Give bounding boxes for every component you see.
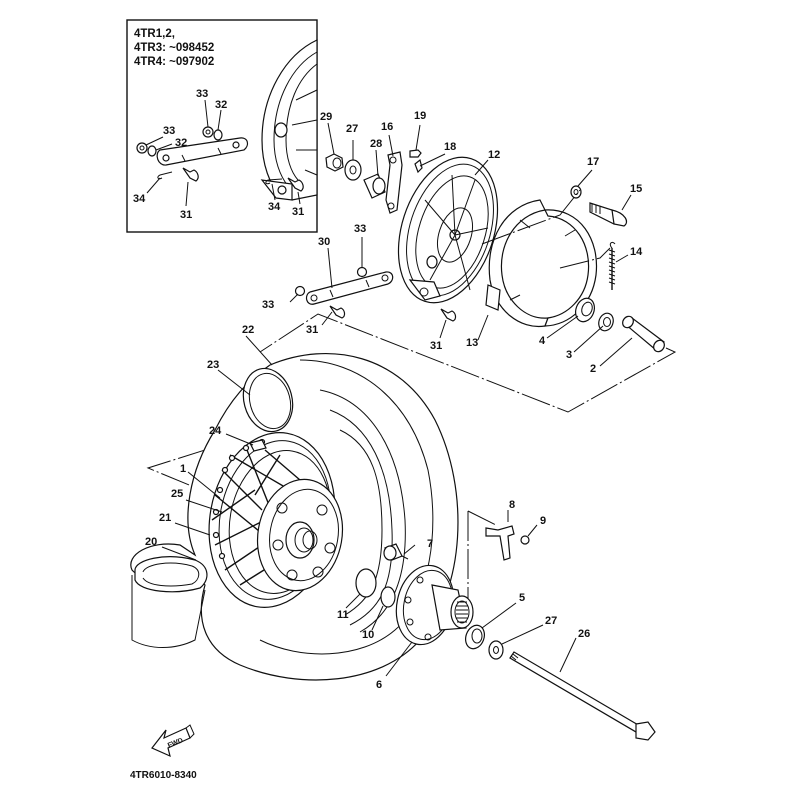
part-10-o-ring [380,586,396,608]
part-13-brake-shoes [485,199,598,328]
callout-5: 5 [519,592,525,604]
callout-11: 11 [337,609,349,621]
fwd-arrow-icon: FWD [151,724,195,758]
callout-10: 10 [362,629,374,641]
callout-29: 29 [320,111,332,123]
part-7-damper [383,543,409,561]
part-8-lock-plate [485,525,515,561]
part-29-nut [325,153,344,172]
callout-34: 34 [268,201,281,213]
callout-9: 9 [540,515,546,527]
callout-18: 18 [444,141,456,153]
part-27-washer [344,159,362,181]
callout-31: 31 [292,206,304,218]
part-18-plate [414,158,423,174]
part-33-nut [294,285,306,297]
callout-31: 31 [306,324,318,336]
inset-line-1: 4TR1,2, [134,28,175,40]
part-17-washer [570,185,582,199]
callout-12: 12 [488,149,500,161]
inset-brake-plate [260,39,318,201]
callout-27: 27 [346,123,358,135]
part-15-camshaft [589,202,628,227]
part-23-band [242,367,294,433]
callout-4: 4 [539,335,546,347]
part-33-nut [356,266,368,278]
callout-26: 26 [578,628,590,640]
part-4-bearing [574,297,596,323]
part-28-collar [363,173,386,199]
inset-lever-plate [156,137,249,166]
callout-33: 33 [163,125,175,137]
callout-2: 2 [590,363,596,375]
callout-30: 30 [318,236,330,248]
inset-line-3: 4TR4: ~097902 [134,56,214,68]
part-16-link [385,151,403,214]
diagram-code: 4TR6010-8340 [130,770,197,781]
part-31-bolt [440,308,457,322]
inset-box: 4TR1,2, 4TR3: ~098452 4TR4: ~097902 [126,19,318,233]
part-27-washer [488,640,504,660]
callout-13: 13 [466,337,478,349]
part-9-nut [520,535,530,545]
part-5-bearing [464,624,486,650]
callout-24: 24 [209,425,222,437]
part-24-rim-lock [249,439,267,452]
part-30-lever-plate [305,271,394,305]
part-2-collar [622,315,665,353]
callout-1: 1 [180,463,186,475]
callout-28: 28 [370,138,382,150]
callout-32: 32 [175,137,187,149]
callout-6: 6 [376,679,382,691]
callout-19: 19 [414,110,426,122]
callout-8: 8 [509,499,515,511]
callout-3: 3 [566,349,572,361]
callout-23: 23 [207,359,219,371]
callout-34: 34 [133,193,146,205]
wheel-hub [256,478,344,592]
callout-32: 32 [215,99,227,111]
callout-16: 16 [381,121,393,133]
inset-line-2: 4TR3: ~098452 [134,42,214,54]
callout-15: 15 [630,183,642,195]
callout-7: 7 [427,538,433,550]
callout-33: 33 [262,299,274,311]
part-31-bolt [329,305,346,319]
callout-17: 17 [587,156,599,168]
callout-20: 20 [145,536,157,548]
part-11-o-ring [355,568,377,598]
callout-33: 33 [354,223,366,235]
part-14-spring [608,241,616,290]
part-26-axle [509,651,656,741]
callout-27: 27 [545,615,557,627]
callout-31: 31 [180,209,192,221]
part-6-hub [395,564,474,646]
callout-33: 33 [196,88,208,100]
callout-25: 25 [171,488,183,500]
callout-31: 31 [430,340,442,352]
part-19-bolt [409,149,422,158]
part-20-tube [131,556,208,648]
callout-22: 22 [242,324,254,336]
callout-21: 21 [159,512,171,524]
callout-14: 14 [630,246,643,258]
